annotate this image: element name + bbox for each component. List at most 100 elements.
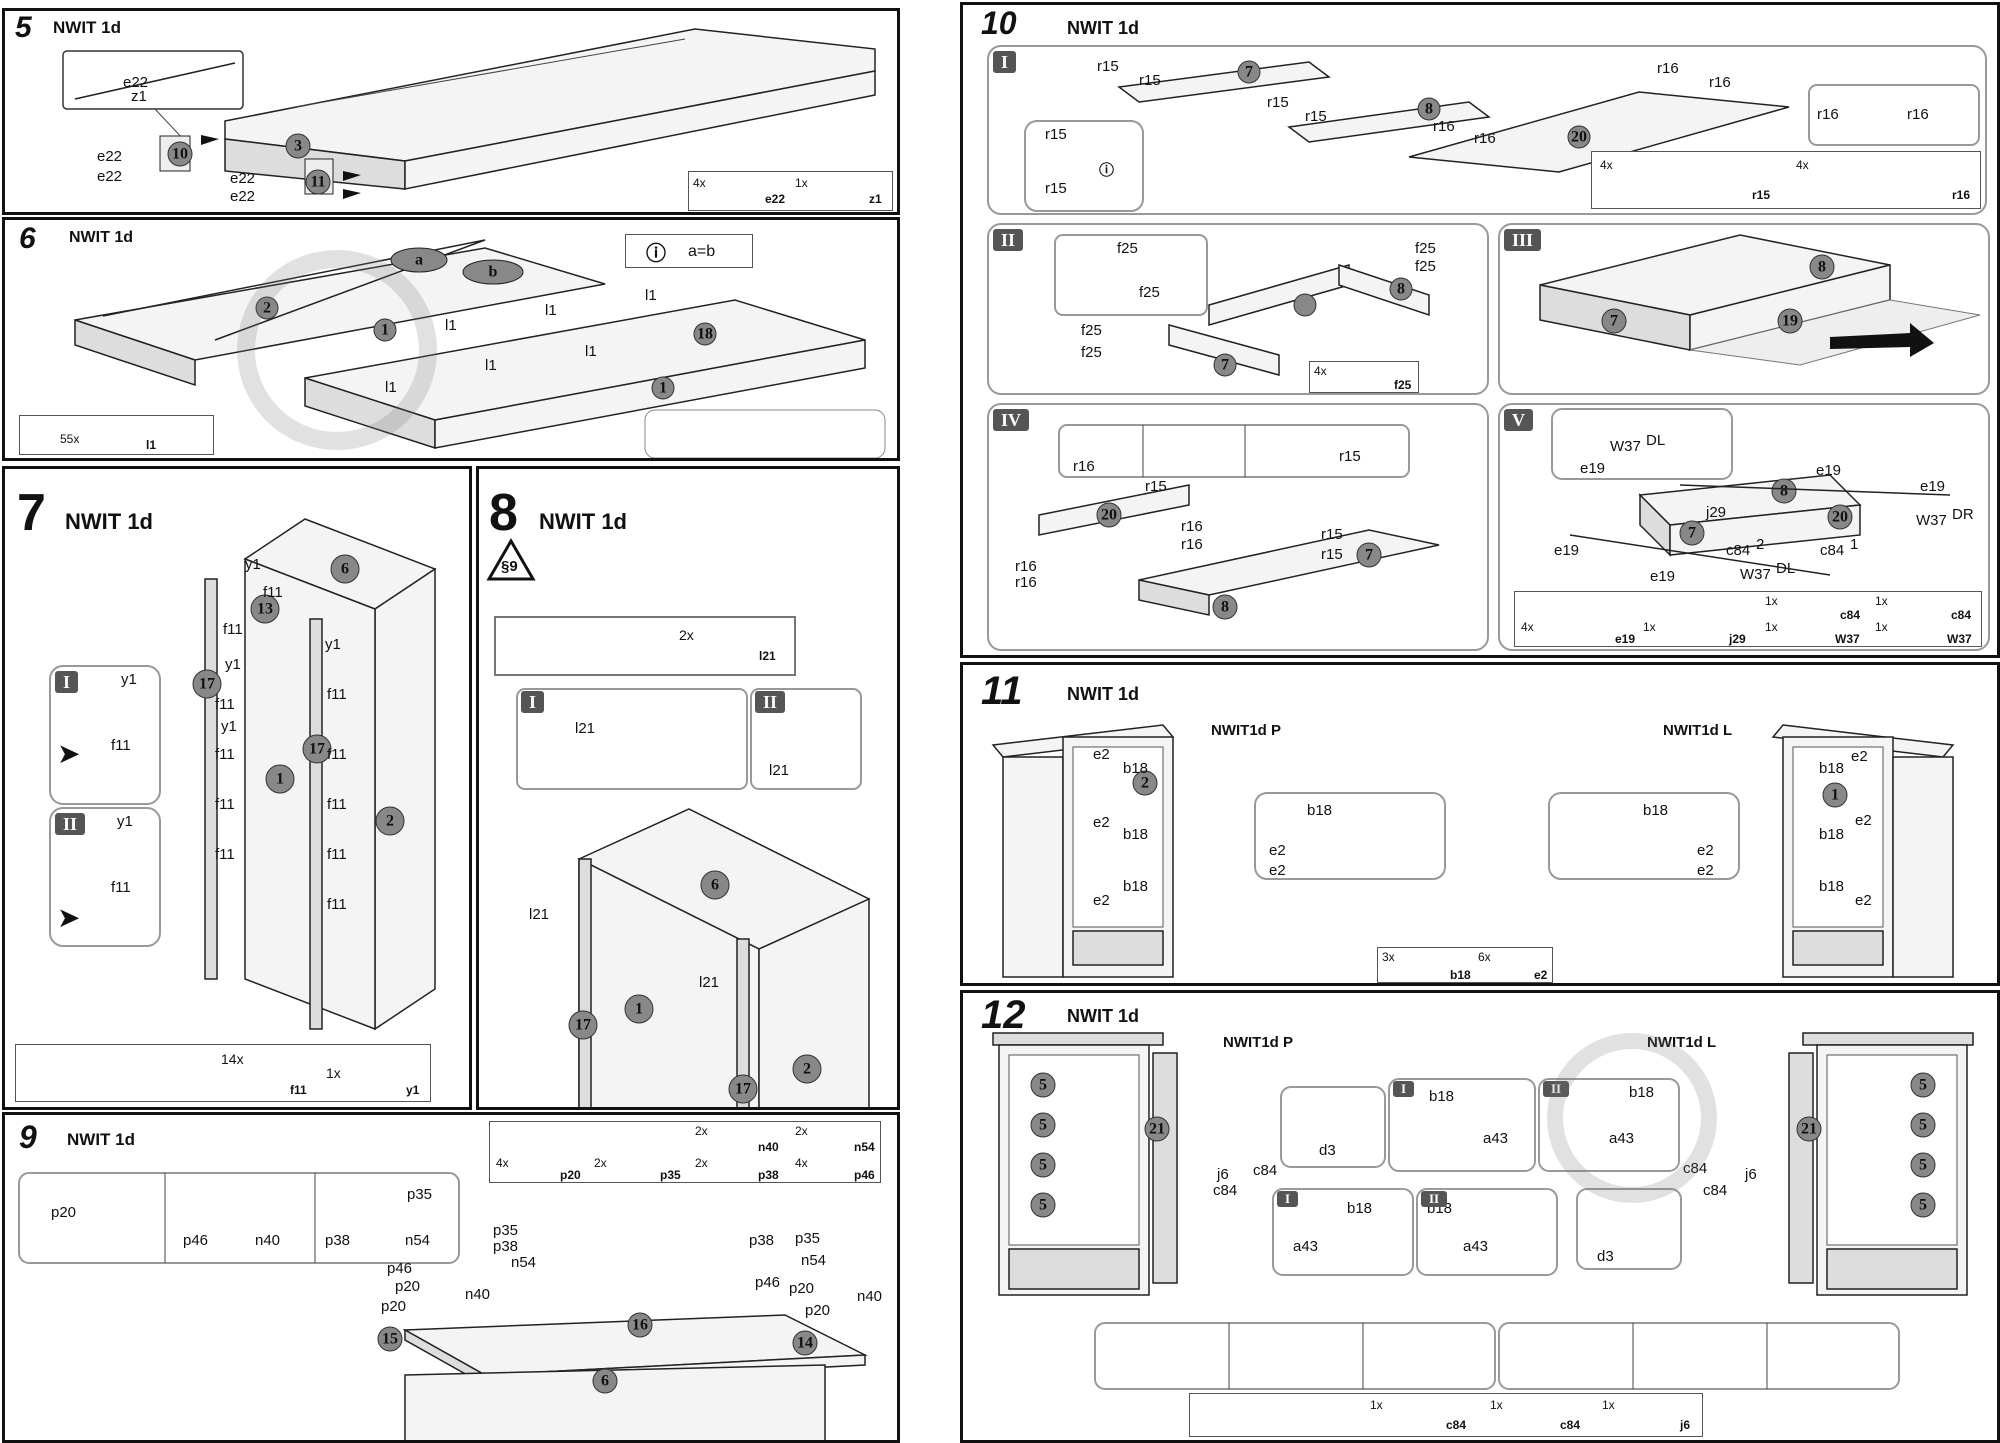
svg-text:1: 1 (276, 771, 284, 788)
svg-text:b18: b18 (1819, 826, 1844, 843)
step-number: 6 (19, 222, 36, 255)
step-10-panel: 10 NWIT 1d I 7 8 20 r15 r15 r15 r15 r15 … (960, 2, 2000, 658)
detail-inset (62, 50, 244, 110)
step-model-label: NWIT 1d (69, 229, 133, 246)
svg-text:n54: n54 (511, 1254, 536, 1271)
svg-text:p38: p38 (749, 1232, 774, 1249)
step-number: 5 (15, 11, 32, 44)
part-code-z1: z1 (869, 192, 882, 206)
step-model-label: NWIT 1d (539, 509, 627, 534)
warning-triangle-icon (486, 538, 536, 581)
svg-text:e19: e19 (1580, 460, 1605, 477)
rule-box: ⓘ a=b (625, 234, 753, 268)
svg-text:r15: r15 (1321, 526, 1343, 543)
svg-text:17: 17 (199, 676, 215, 693)
parts-list: 55x l1 (19, 415, 214, 455)
svg-text:e2: e2 (1269, 862, 1286, 879)
svg-text:20: 20 (1832, 509, 1848, 526)
step-9-diagram: 16 15 14 6 p20 p46 n40 p35 p38 n54 p35 p… (18, 1172, 882, 1440)
svg-text:7: 7 (1688, 525, 1696, 542)
step-number: 10 (981, 5, 1017, 41)
svg-text:e2: e2 (1093, 746, 1110, 763)
svg-text:r15: r15 (1139, 72, 1161, 89)
parts-list: 14x f11 1x y1 (15, 1044, 431, 1102)
sub-step-II: II 7 8 f25 f25 f25 f25 f25 f25 4x f25 (987, 223, 1489, 395)
svg-text:W37: W37 (1916, 512, 1947, 529)
step-11-panel: 11 NWIT 1d NWIT1d P NWIT1d L 2 1 e2 b18 … (960, 662, 2000, 986)
svg-text:f11: f11 (215, 696, 235, 713)
svg-text:20: 20 (1571, 129, 1587, 146)
svg-text:e2: e2 (1093, 814, 1110, 831)
svg-text:b18: b18 (1429, 1088, 1454, 1105)
svg-text:r15: r15 (1321, 546, 1343, 563)
step-12-diagram: 5 5 5 5 21 5 5 5 5 21 d3 d3 j6 j6 c84 c8… (992, 1032, 1974, 1390)
step-number: 11 (981, 669, 1023, 713)
svg-text:2: 2 (803, 1061, 811, 1078)
svg-text:b18: b18 (1819, 760, 1844, 777)
svg-text:a43: a43 (1483, 1130, 1508, 1147)
step-11-diagram: 2 1 e2 b18 e2 b18 b18 e2 b18 e2 e2 b18 e… (991, 724, 1955, 978)
svg-text:b18: b18 (1123, 878, 1148, 895)
detail-I-label: I (521, 691, 545, 713)
detail-I: I y1 f11 ➤ (49, 665, 161, 805)
detail-II-label: II (755, 691, 786, 713)
parts-list: 1x c84 1x c84 4x e19 1x j29 1x W37 1x W3… (1514, 591, 1982, 647)
svg-text:7: 7 (1610, 313, 1618, 330)
svg-text:17: 17 (575, 1017, 591, 1034)
variant-p-label: NWIT1d P (1223, 1034, 1293, 1051)
svg-text:§9: §9 (501, 558, 518, 575)
svg-text:e22: e22 (97, 168, 122, 185)
svg-text:r16: r16 (1709, 74, 1731, 91)
svg-text:2: 2 (386, 813, 394, 830)
svg-text:p46: p46 (387, 1260, 412, 1277)
svg-text:z1: z1 (131, 88, 147, 105)
svg-text:ⓘ: ⓘ (1099, 161, 1114, 179)
svg-text:8: 8 (1221, 599, 1229, 616)
svg-text:r15: r15 (1339, 448, 1361, 465)
variant-l-label: NWIT1d L (1663, 722, 1733, 739)
svg-text:p38: p38 (493, 1238, 518, 1255)
svg-text:r16: r16 (1073, 458, 1095, 475)
svg-text:y1: y1 (325, 636, 341, 653)
step-5-diagram: 3 10 11 e22 z1 e22 e22 e22 e22 (62, 28, 876, 205)
svg-text:n40: n40 (857, 1288, 882, 1305)
svg-text:5: 5 (1039, 1197, 1047, 1214)
svg-text:d3: d3 (1597, 1248, 1614, 1265)
svg-text:6: 6 (341, 561, 349, 578)
svg-text:8: 8 (1425, 101, 1433, 118)
sub-step-IV: IV 20 7 8 r16 r15 r15 r16 r16 r16 r16 r1… (987, 403, 1489, 651)
svg-text:n54: n54 (405, 1232, 430, 1249)
svg-text:r15: r15 (1045, 126, 1067, 143)
step-7-diagram: 1 2 6 13 17 17 y1 f11 f11 y1 f11 y1 f11 … (192, 518, 437, 1031)
svg-text:6: 6 (601, 1373, 609, 1390)
svg-text:l1: l1 (485, 357, 497, 374)
svg-text:l1: l1 (585, 343, 597, 360)
svg-text:f25: f25 (1081, 322, 1102, 339)
insert-arrow-icon (1830, 323, 1934, 357)
svg-text:a: a (415, 252, 423, 269)
svg-text:r16: r16 (1817, 106, 1839, 123)
svg-text:e2: e2 (1851, 748, 1868, 765)
svg-text:e2: e2 (1697, 862, 1714, 879)
svg-text:7: 7 (1365, 547, 1373, 564)
detail-I-label: I (1393, 1081, 1415, 1097)
svg-text:r15: r15 (1097, 58, 1119, 75)
svg-text:f11: f11 (327, 686, 347, 703)
parts-list: 2x n40 2x n54 4x p20 2x p35 2x p38 4x p4… (489, 1121, 881, 1183)
part-11-marker (305, 169, 331, 195)
svg-text:l21: l21 (575, 720, 595, 737)
step-7-panel: 7 NWIT 1d 1 2 6 13 17 17 y1 f11 f11 y1 f… (2, 466, 472, 1110)
svg-text:17: 17 (309, 741, 325, 758)
svg-text:l21: l21 (699, 974, 719, 991)
svg-text:8: 8 (1818, 259, 1826, 276)
svg-text:21: 21 (1149, 1121, 1165, 1138)
svg-text:1: 1 (635, 1001, 643, 1018)
step-model-label: NWIT 1d (1067, 684, 1139, 704)
svg-text:r16: r16 (1474, 130, 1496, 147)
svg-text:r16: r16 (1181, 536, 1203, 553)
watermark-logo (1547, 1033, 1717, 1203)
step-number: 9 (19, 1119, 37, 1155)
svg-text:5: 5 (1039, 1157, 1047, 1174)
svg-text:f25: f25 (1415, 258, 1436, 275)
sub-step-I: I 7 8 20 r15 r15 r15 r15 r15 r15 r16 r16… (987, 45, 1987, 215)
